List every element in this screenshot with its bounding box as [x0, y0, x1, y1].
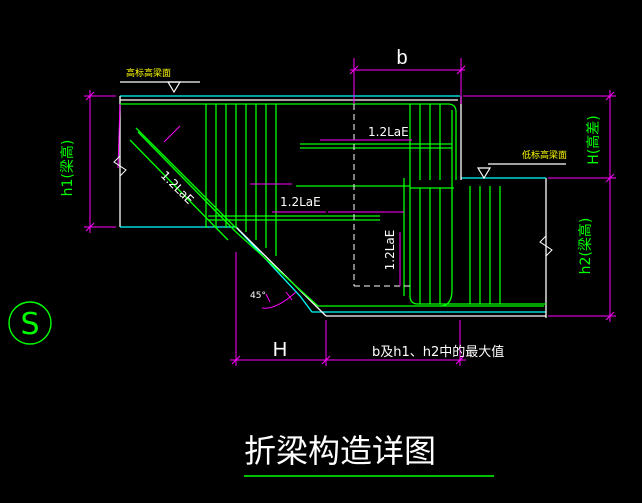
label-H: H	[273, 339, 287, 361]
section-letter: S	[20, 307, 39, 342]
break-markers	[113, 155, 553, 257]
lae-diagonal-label: 1.2LaE	[158, 168, 197, 207]
rebar-group	[120, 103, 546, 307]
concrete-outline	[119, 95, 547, 318]
anchorage-dashed-box	[353, 104, 410, 287]
h-diff-label: H(高差)	[585, 115, 602, 164]
h2-label: h2(梁高)	[577, 218, 594, 275]
dimension-lines	[84, 58, 616, 366]
level-markers	[120, 81, 566, 180]
bottom-note: b及h1、h2中的最大值	[372, 344, 504, 360]
lae-mid-label: 1.2LaE	[280, 195, 321, 209]
angle-label: 45°	[250, 291, 266, 301]
lae-top-label: 1.2LaE	[368, 125, 409, 139]
low-level-label: 低标高梁面	[522, 149, 567, 161]
drawing-title: 折梁构造详图	[244, 432, 436, 470]
section-symbol: S	[8, 301, 52, 345]
lae-vertical-label: 1.2LaE	[383, 230, 397, 271]
high-level-label: 高标高梁面	[126, 67, 171, 79]
label-b: b	[396, 47, 407, 69]
h1-label: h1(梁高)	[59, 140, 76, 197]
